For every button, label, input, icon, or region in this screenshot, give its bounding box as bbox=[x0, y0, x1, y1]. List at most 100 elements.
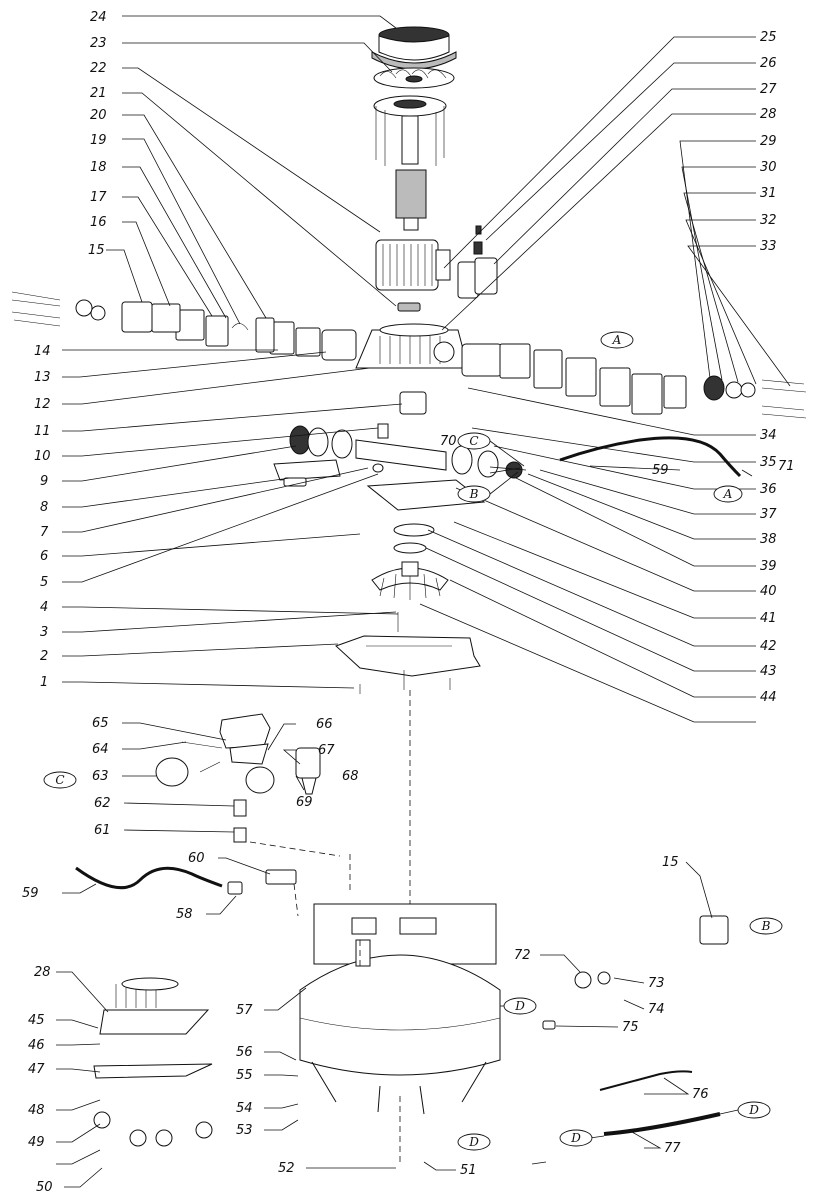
callout-30: 30 bbox=[760, 160, 777, 175]
washer-part bbox=[574, 971, 592, 989]
screws-part bbox=[359, 612, 451, 694]
check-valve-part bbox=[227, 881, 243, 895]
callout-45: 45 bbox=[28, 1013, 45, 1028]
callout-74: 74 bbox=[648, 1002, 665, 1017]
callout-55: 55 bbox=[236, 1068, 253, 1083]
callout-59: 59 bbox=[652, 463, 669, 478]
connector-d-tube-left-label: D bbox=[570, 1131, 581, 1145]
connector-d-drain-label: D bbox=[468, 1135, 479, 1149]
callout-64: 64 bbox=[92, 742, 109, 757]
callout-73: 73 bbox=[648, 976, 665, 991]
power-cord-part bbox=[599, 1070, 693, 1091]
callout-32: 32 bbox=[760, 213, 777, 228]
right-cylinder-assembly bbox=[461, 343, 807, 419]
connector-a-top: A bbox=[600, 331, 634, 349]
callout-65: 65 bbox=[92, 716, 109, 731]
callout-68: 68 bbox=[342, 769, 359, 784]
connector-d-drain: D bbox=[457, 1133, 491, 1151]
callout-7: 7 bbox=[40, 525, 49, 540]
motor-cap-part bbox=[371, 26, 457, 70]
callout-8: 8 bbox=[40, 500, 48, 515]
callout-21: 21 bbox=[90, 86, 107, 101]
connector-c-right: C bbox=[457, 432, 491, 450]
callout-62: 62 bbox=[94, 796, 111, 811]
motor-bracket-part bbox=[373, 95, 447, 231]
callout-26: 26 bbox=[760, 56, 777, 71]
callout-25: 25 bbox=[760, 30, 777, 45]
callout-69: 69 bbox=[296, 795, 313, 810]
callout-33: 33 bbox=[760, 239, 777, 254]
callout-14: 14 bbox=[34, 344, 51, 359]
callout-18: 18 bbox=[90, 160, 107, 175]
assembly-lines bbox=[249, 690, 411, 1166]
callout-12: 12 bbox=[34, 397, 51, 412]
callout-1: 1 bbox=[40, 675, 48, 690]
callout-9: 9 bbox=[40, 474, 48, 489]
callout-50: 50 bbox=[36, 1180, 53, 1195]
connector-b-block: B bbox=[749, 917, 783, 935]
callout-24: 24 bbox=[90, 10, 107, 25]
callout-66: 66 bbox=[316, 717, 333, 732]
connector-b-block-label: B bbox=[761, 919, 771, 933]
callout-54: 54 bbox=[236, 1101, 253, 1116]
callout-58: 58 bbox=[176, 907, 193, 922]
callout-36: 36 bbox=[760, 482, 777, 497]
part-drawings bbox=[11, 26, 807, 1166]
callout-56: 56 bbox=[236, 1045, 253, 1060]
callout-70: 70 bbox=[440, 434, 457, 449]
callout-2: 2 bbox=[40, 649, 48, 664]
callout-23: 23 bbox=[90, 36, 107, 51]
callout-numbers: 24 23 22 21 20 19 18 17 16 15 14 13 12 1… bbox=[22, 10, 795, 1195]
callout-19: 19 bbox=[90, 133, 107, 148]
callout-47: 47 bbox=[28, 1062, 45, 1077]
callout-10: 10 bbox=[34, 449, 51, 464]
drain-valve-part bbox=[542, 1020, 556, 1030]
callout-37: 37 bbox=[760, 507, 777, 522]
callout-52: 52 bbox=[278, 1161, 295, 1176]
plug-part bbox=[597, 971, 611, 985]
callout-22: 22 bbox=[90, 61, 107, 76]
callout-15: 15 bbox=[88, 243, 105, 258]
connector-d-tube-right-label: D bbox=[748, 1103, 759, 1117]
callout-4: 4 bbox=[40, 600, 48, 615]
callout-49: 49 bbox=[28, 1135, 45, 1150]
callout-3: 3 bbox=[40, 625, 48, 640]
bearing-part bbox=[397, 302, 421, 312]
callout-29: 29 bbox=[760, 134, 777, 149]
callout-77: 77 bbox=[664, 1141, 681, 1156]
callout-17: 17 bbox=[90, 190, 107, 205]
callout-75: 75 bbox=[622, 1020, 639, 1035]
mounting-assembly-left bbox=[93, 977, 213, 1147]
callout-27: 27 bbox=[760, 82, 777, 97]
callout-13: 13 bbox=[34, 370, 51, 385]
left-cylinder-assembly bbox=[11, 291, 357, 361]
crank-assembly bbox=[273, 391, 523, 487]
callout-6: 6 bbox=[40, 549, 48, 564]
callout-35: 35 bbox=[760, 455, 777, 470]
callout-42: 42 bbox=[760, 639, 777, 654]
callout-20: 20 bbox=[90, 108, 107, 123]
callout-61: 61 bbox=[94, 823, 111, 838]
capacitor-part bbox=[457, 225, 498, 299]
air-tank-part bbox=[299, 903, 501, 1115]
connector-b-right-label: B bbox=[469, 487, 479, 501]
motor-stator-part bbox=[375, 239, 451, 291]
connector-c-left-label: C bbox=[55, 773, 64, 787]
callout-43: 43 bbox=[760, 664, 777, 679]
connector-d-tube-left: D bbox=[559, 1129, 593, 1147]
callout-16: 16 bbox=[90, 215, 107, 230]
callout-28-left: 28 bbox=[34, 965, 51, 980]
callout-57: 57 bbox=[236, 1003, 253, 1018]
callout-40: 40 bbox=[760, 584, 777, 599]
callout-60: 60 bbox=[188, 851, 205, 866]
connector-d-tank-label: D bbox=[514, 999, 525, 1013]
callout-53: 53 bbox=[236, 1123, 253, 1138]
callout-41: 41 bbox=[760, 611, 777, 626]
connector-c-right-label: C bbox=[469, 434, 478, 448]
tube-part bbox=[603, 1112, 721, 1136]
callout-63: 63 bbox=[92, 769, 109, 784]
callout-71: 71 bbox=[778, 459, 795, 474]
callout-39: 39 bbox=[760, 559, 777, 574]
connector-a-right: A bbox=[713, 485, 743, 503]
